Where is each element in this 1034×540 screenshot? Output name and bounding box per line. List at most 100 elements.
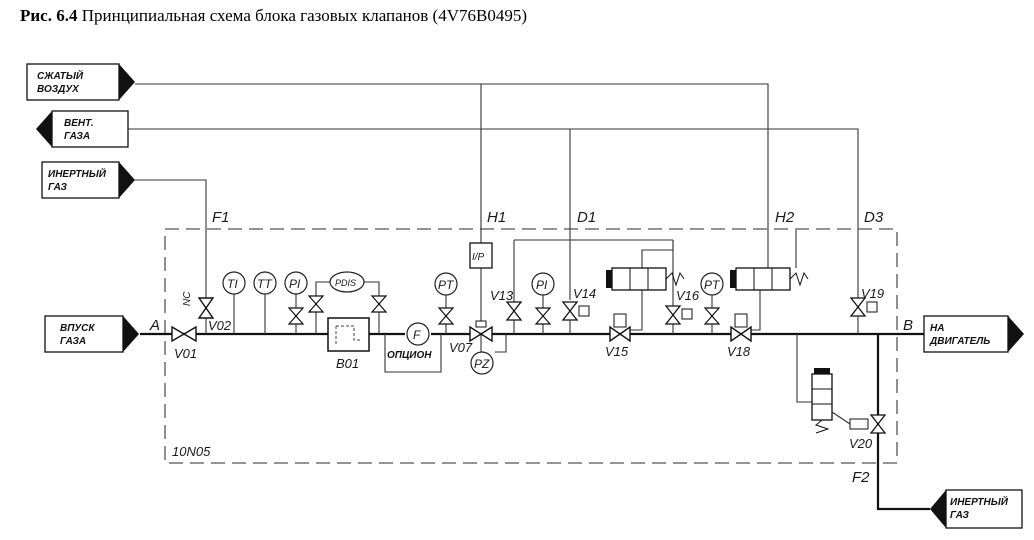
instrument-tt (253, 271, 277, 295)
pz-tap (495, 334, 507, 353)
solenoid2-to-v18 (746, 290, 761, 331)
valve-nc-label: NC (182, 291, 193, 306)
valve-v07-right (479, 325, 493, 343)
terminal-compressed-air-line2: ВОЗДУХ (37, 84, 80, 95)
instrument-label-pz: PZ (474, 357, 490, 371)
valve-pi1-top (287, 307, 305, 317)
line-label-h1: H1 (487, 209, 506, 226)
instrument-label-pi-1: PI (289, 277, 301, 291)
component-label-b01: B01 (336, 356, 359, 371)
valve-v07-actuator (475, 320, 487, 328)
instrument-label-pi-2: PI (536, 278, 548, 292)
valve-label-v02: V02 (208, 318, 232, 333)
port-label-b: B (903, 317, 913, 334)
valve-v16-actuator (681, 308, 693, 320)
valve-label-v20: V20 (849, 436, 873, 451)
valve-v13-bottom (505, 309, 523, 321)
ip-converter (469, 242, 493, 269)
solenoid-valve-2 (730, 267, 809, 291)
valve-v02-top (197, 297, 215, 310)
gas-vent-line (128, 128, 859, 298)
instrument-pdis (329, 271, 365, 293)
figure-title: Принципиальная схема блока газовых клапа… (81, 6, 527, 25)
terminal-gas-vent-line2: ГАЗА (64, 131, 90, 142)
port-label-a: A (149, 317, 160, 334)
inert-gas-line (135, 179, 207, 298)
terminal-gas-vent-line1: ВЕНТ. (64, 118, 94, 129)
valve-v19-actuator (866, 301, 878, 313)
valve-pdis-left-bottom (307, 303, 325, 313)
valve-pt2-bottom (703, 315, 721, 325)
filter-b01 (327, 317, 370, 352)
solenoid1-feed (641, 240, 674, 268)
instrument-pz (470, 351, 494, 375)
valve-v02-bottom (197, 306, 215, 319)
valve-label-v07: V07 (449, 340, 473, 355)
solenoid1-to-v15 (625, 290, 643, 331)
ip-converter-label: I/P (472, 252, 485, 263)
instrument-label-tt: TT (257, 277, 273, 291)
option-box (384, 334, 442, 373)
solenoid-valve-3 (811, 368, 833, 434)
line-label-f1: F1 (212, 209, 230, 226)
valve-v18-actuator (734, 313, 748, 328)
solenoid3-to-v20 (831, 411, 851, 425)
inert-gas-outlet-line (876, 334, 930, 511)
tap-pdis-right (364, 281, 380, 334)
terminal-gas-inlet-line2: ГАЗА (60, 336, 86, 347)
instrument-label-pt-2: PT (704, 278, 721, 292)
valve-v20-actuator (849, 418, 869, 430)
terminal-gas-vent: ВЕНТ. ГАЗА (36, 110, 129, 148)
terminal-compressed-air-line1: СЖАТЫЙ (37, 69, 84, 82)
terminal-inert-gas-out-line2: ГАЗ (950, 510, 969, 521)
valve-v13-top (505, 301, 523, 313)
line-label-f2: F2 (852, 469, 870, 486)
instrument-label-pt-1: PT (438, 278, 455, 292)
valve-v14-top (561, 301, 579, 313)
instrument-label-pdis: PDIS (335, 278, 356, 288)
terminal-to-engine-line2: ДВИГАТЕЛЬ (929, 336, 990, 347)
v20-pilot-line (796, 334, 812, 403)
valve-v15-actuator (613, 313, 627, 328)
valve-v19-top (849, 297, 867, 309)
valve-v18-left (730, 325, 743, 343)
block-label: 10N05 (172, 444, 211, 459)
valve-v01-left (171, 325, 186, 343)
instrument-pi-2 (531, 272, 555, 296)
valve-pi2-top (534, 307, 552, 317)
terminal-gas-inlet-line1: ВПУСК (60, 323, 95, 334)
valve-pt2-top (703, 307, 721, 317)
instrument-pi-1 (284, 271, 308, 295)
valve-pdis-right-bottom (370, 303, 388, 313)
option-label: ОПЦИОН (387, 350, 432, 361)
terminal-to-engine: НА ДВИГАТЕЛЬ (923, 315, 1024, 353)
line-label-h2: H2 (775, 209, 795, 226)
valve-pdis-left-top (307, 295, 325, 305)
valve-label-v15: V15 (605, 344, 629, 359)
solenoid-valve-1 (606, 267, 685, 291)
figure-number: Рис. 6.4 (20, 6, 78, 25)
terminal-gas-inlet: ВПУСК ГАЗА (44, 315, 139, 353)
valve-label-v14: V14 (573, 286, 596, 301)
tap-pdis-left (315, 281, 330, 334)
valve-pi2-bottom (534, 315, 552, 325)
valve-pi1-bottom (287, 315, 305, 325)
figure-caption: Рис. 6.4 Принципиальная схема блока газо… (20, 6, 527, 26)
valve-label-v19: V19 (861, 286, 884, 301)
valve-v15-right (618, 325, 631, 343)
valve-v19-bottom (849, 305, 867, 317)
terminal-inert-gas-out-line1: ИНЕРТНЫЙ (950, 495, 1009, 508)
line-label-d3: D3 (864, 209, 884, 226)
valve-v20-top (869, 414, 887, 426)
valve-label-v01: V01 (174, 346, 197, 361)
valve-v18-right (739, 325, 752, 343)
instrument-pt-1 (434, 272, 458, 296)
valve-pt1-top (437, 307, 455, 317)
valve-pt1-bottom (437, 315, 455, 325)
valve-v16-bottom (664, 313, 682, 325)
instrument-label-f: F (413, 328, 421, 342)
valve-v16-top (664, 305, 682, 317)
instrument-ti (222, 271, 246, 295)
valve-label-v18: V18 (727, 344, 751, 359)
valve-v14-actuator (578, 305, 590, 317)
